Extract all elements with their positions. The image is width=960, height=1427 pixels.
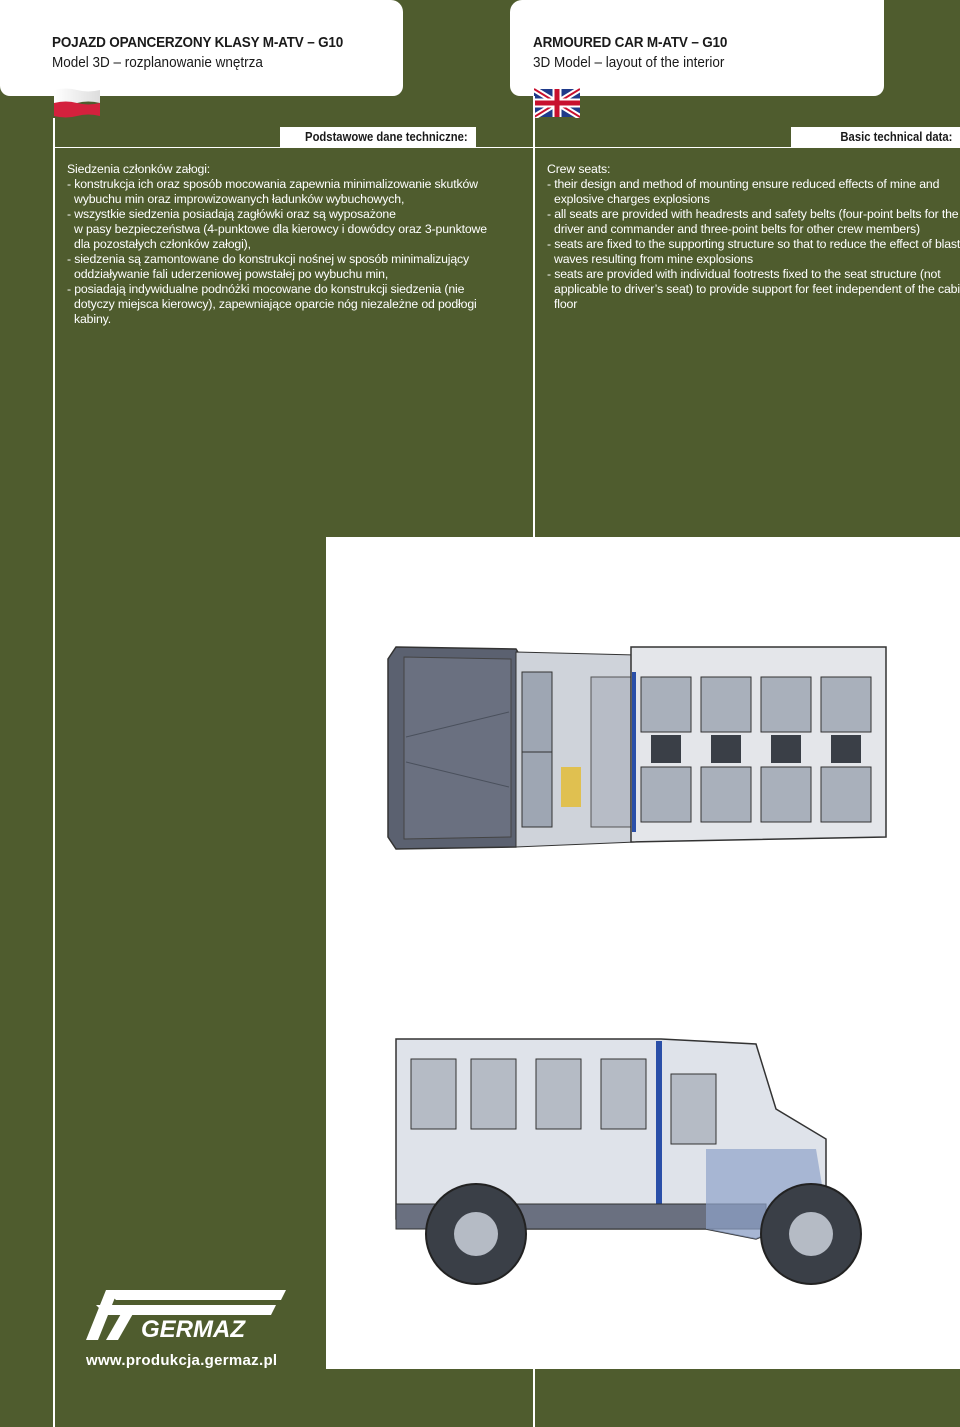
left-frame-line — [53, 118, 55, 1427]
polish-flag-icon — [54, 88, 100, 118]
section-label-en: Basic technical data: — [791, 127, 960, 147]
subtitle-pl: Model 3D – rozplanowanie wnętrza — [52, 54, 263, 71]
top-view-panel — [326, 537, 960, 949]
svg-text:GERMAZ: GERMAZ — [141, 1316, 246, 1343]
subtitle-en: 3D Model – layout of the interior — [533, 54, 725, 71]
section-label-pl: Podstawowe dane techniczne: — [280, 127, 476, 147]
body-text-pl: Siedzenia członków załogi: - konstrukcja… — [67, 162, 487, 326]
header-tab-english: ARMOURED CAR M-ATV – G10 3D Model – layo… — [510, 0, 884, 96]
header-tab-polish: POJAZD OPANCERZONY KLASY M-ATV – G10 Mod… — [0, 0, 403, 96]
website-url: www.produkcja.germaz.pl — [86, 1352, 278, 1369]
side-view-panel — [326, 949, 960, 1369]
title-en: ARMOURED CAR M-ATV – G10 — [533, 34, 728, 51]
uk-flag-icon — [534, 88, 580, 118]
vehicle-top-view-diagram — [387, 646, 887, 850]
body-text-en: Crew seats: - their design and method of… — [547, 162, 960, 311]
header-underline — [53, 147, 960, 148]
title-pl: POJAZD OPANCERZONY KLASY M-ATV – G10 — [52, 34, 344, 51]
vehicle-side-view-diagram — [395, 1038, 862, 1285]
germaz-logo: GERMAZ — [86, 1290, 286, 1343]
